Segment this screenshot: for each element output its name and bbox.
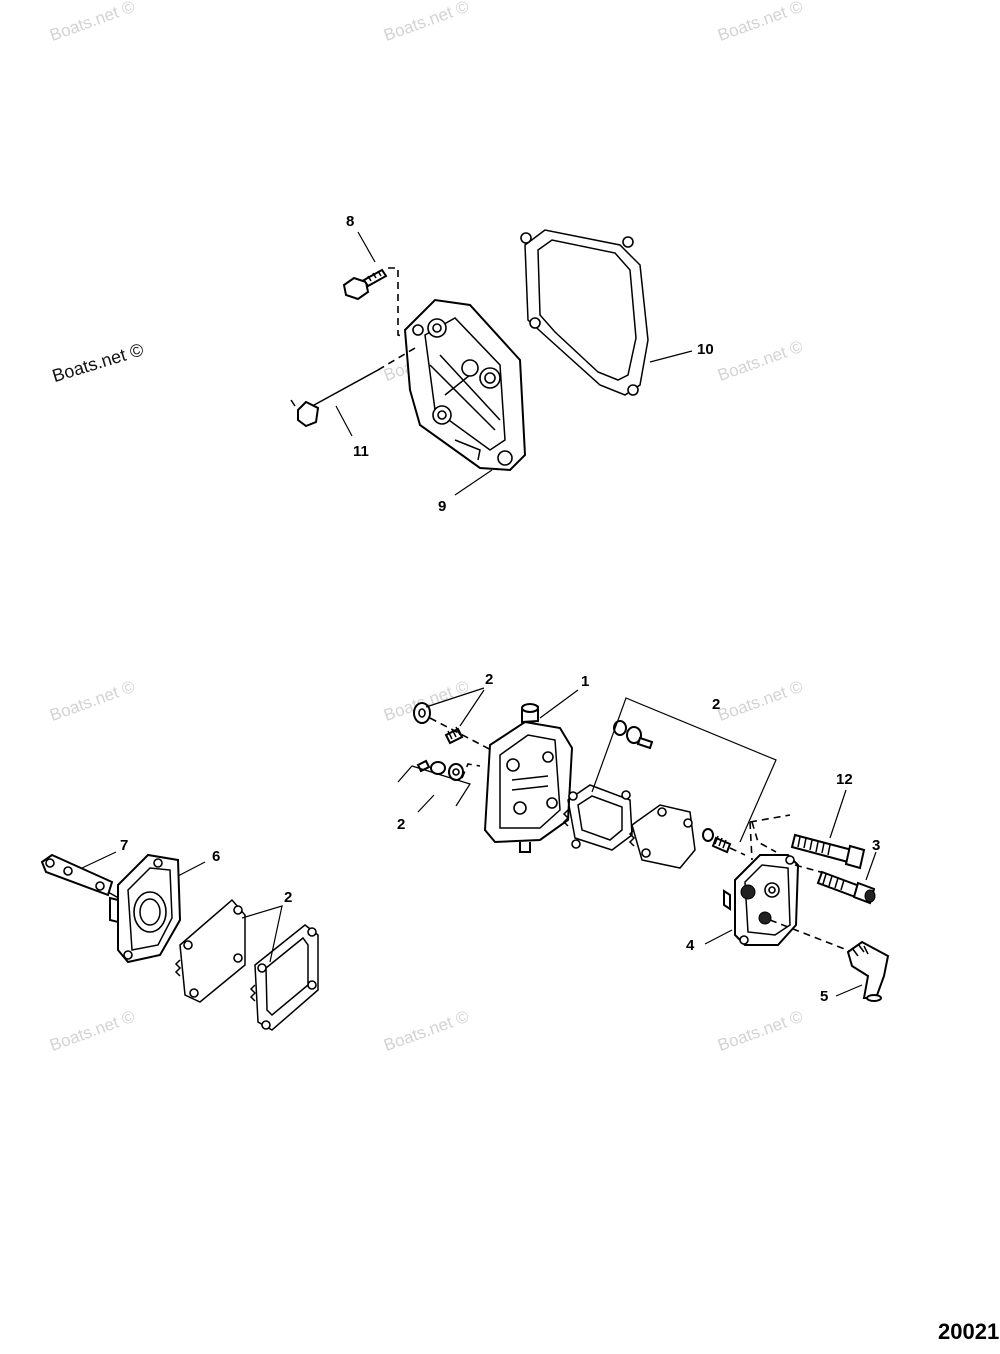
diagram-number: 20021 (938, 1319, 1000, 1344)
callout-5: 5 (820, 988, 829, 1005)
callout-1: 1 (581, 673, 590, 690)
pump-body-1 (483, 689, 579, 853)
pump-cover-path-12 (749, 814, 791, 861)
callout-3: 3 (872, 837, 881, 854)
bolt-3 (816, 851, 877, 905)
pump-cover-4 (704, 854, 800, 946)
check-valve-parts-right (591, 697, 777, 843)
callout-8: 8 (346, 213, 355, 230)
plate-bar-7 (40, 851, 123, 901)
bolt-12 (790, 789, 866, 870)
pump-cover-path-5 (769, 919, 861, 956)
check-valve-parts-upper (413, 687, 485, 745)
callout-2c: 2 (397, 816, 406, 833)
callout-7: 7 (120, 837, 129, 854)
adapter-6 (109, 853, 206, 964)
callout-9: 9 (438, 498, 447, 515)
elbow-fitting-5 (835, 940, 890, 1002)
callout-11: 11 (353, 443, 369, 460)
callout-6: 6 (212, 848, 221, 865)
gasket-left (241, 905, 319, 1031)
callout-2d: 2 (284, 889, 293, 906)
callout-2b: 2 (712, 696, 721, 713)
callout-2a: 2 (485, 671, 494, 688)
diaphragm-left (174, 898, 246, 1003)
cover-plate-9 (403, 298, 527, 496)
screw-8 (342, 231, 388, 301)
diaphragm (628, 804, 696, 869)
check-valve-parts-lower (397, 759, 471, 813)
gasket-10 (520, 229, 693, 396)
wire-11 (290, 369, 379, 437)
gasket-middle (562, 784, 633, 851)
spring-path (729, 847, 746, 856)
check-valve-path-lower (461, 763, 481, 779)
check-valve-path-upper (429, 717, 496, 753)
spring (702, 828, 732, 854)
callout-12: 12 (836, 771, 853, 788)
callout-10: 10 (697, 341, 714, 358)
callout-4: 4 (686, 937, 695, 954)
